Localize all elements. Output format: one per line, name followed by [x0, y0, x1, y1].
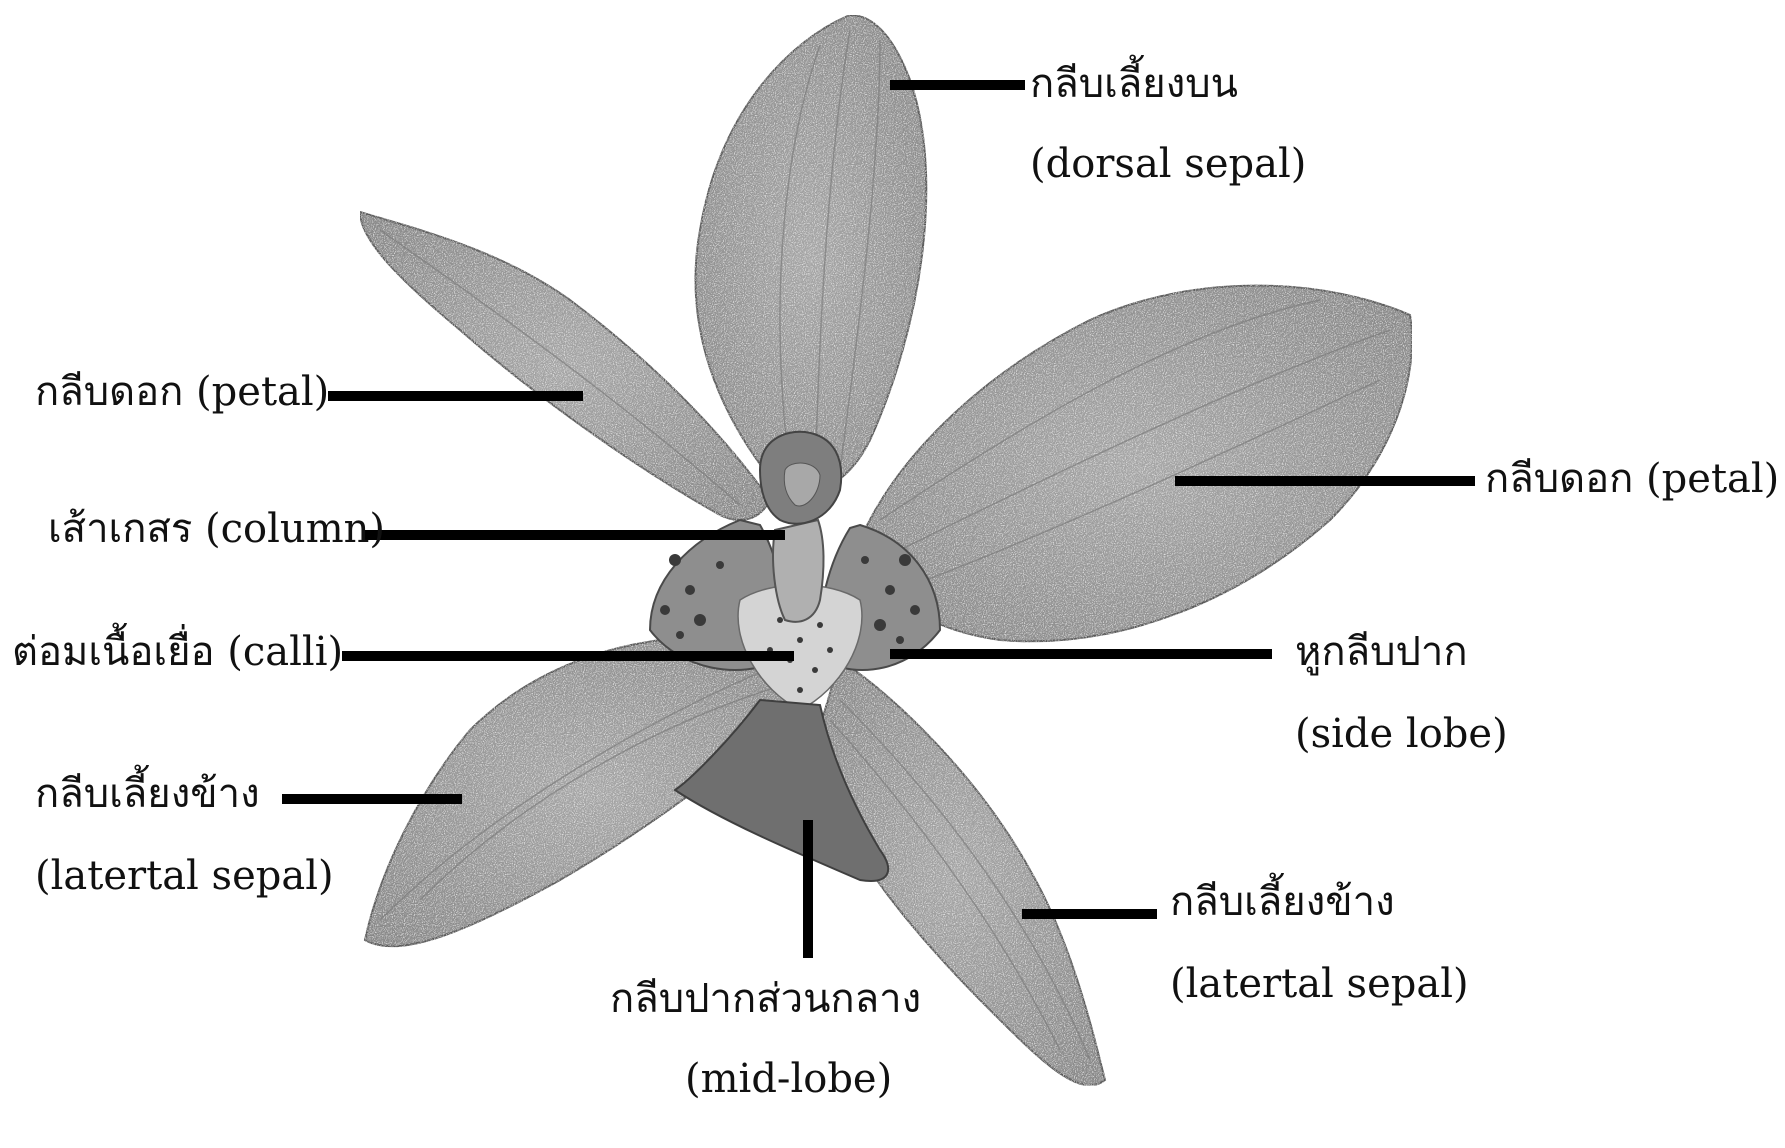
leader-calli [342, 651, 794, 661]
label-dorsal-sepal-thai: กลีบเลี้ยงบน [1030, 60, 1238, 108]
petal-right [860, 286, 1412, 642]
label-side-lobe-thai: หูกลีบปาก [1295, 628, 1468, 676]
label-column: เส้าเกสร (column) [48, 505, 385, 553]
label-lateral-sepal-left-thai: กลีบเลี้ยงข้าง [35, 770, 260, 818]
label-lateral-sepal-right-english: (latertal sepal) [1170, 960, 1469, 1008]
label-lateral-sepal-right-thai: กลีบเลี้ยงข้าง [1170, 878, 1395, 926]
leader-lateral-sepal-right [1022, 909, 1157, 919]
leader-column [365, 530, 785, 540]
leader-petal-right [1175, 476, 1475, 486]
leader-side-lobe [890, 649, 1272, 659]
label-side-lobe-english: (side lobe) [1295, 710, 1508, 758]
leader-dorsal-sepal [890, 80, 1025, 90]
label-mid-lobe-english: (mid-lobe) [685, 1055, 892, 1103]
leader-mid-lobe [803, 820, 813, 958]
label-mid-lobe-thai: กลีบปากส่วนกลาง [610, 975, 921, 1023]
label-calli: ต่อมเนื้อเยื่อ (calli) [12, 628, 343, 676]
label-dorsal-sepal-english: (dorsal sepal) [1030, 140, 1306, 188]
leader-lateral-sepal-left [282, 794, 462, 804]
label-petal-left: กลีบดอก (petal) [35, 368, 329, 416]
label-petal-right: กลีบดอก (petal) [1485, 455, 1779, 503]
leader-petal-left [328, 391, 583, 401]
label-lateral-sepal-left-english: (latertal sepal) [35, 852, 334, 900]
